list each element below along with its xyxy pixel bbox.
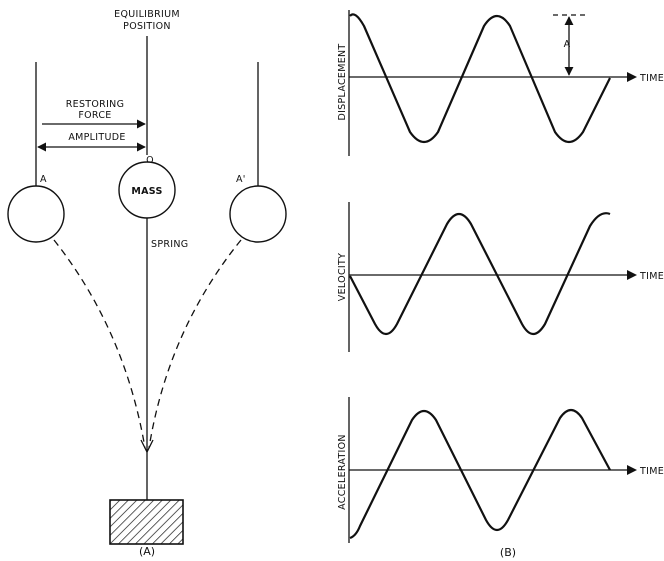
panel-b-graphs: TIME DISPLACEMENT A TIME VELOCITY TIME A… — [337, 10, 664, 559]
velocity-axis-label: VELOCITY — [337, 253, 348, 301]
panel-a-caption: (A) — [139, 545, 155, 558]
hatched-base-block — [109, 499, 184, 545]
acceleration-time-arrow-icon — [627, 465, 637, 475]
left-extreme-label: A — [40, 174, 47, 185]
velocity-waveform — [349, 212, 611, 336]
displacement-graph: TIME DISPLACEMENT A — [337, 10, 664, 156]
displacement-time-arrow-icon — [627, 72, 637, 82]
zero-position-label: O — [146, 155, 154, 166]
right-extreme-label: A' — [236, 174, 246, 185]
panel-b-caption: (B) — [500, 546, 516, 559]
acceleration-axis-label: ACCELERATION — [337, 434, 348, 510]
acceleration-time-label: TIME — [639, 466, 664, 477]
velocity-time-label: TIME — [639, 271, 664, 282]
velocity-graph: TIME VELOCITY — [337, 202, 664, 352]
right-swing-dashed-path — [148, 239, 242, 449]
displacement-axis-label: DISPLACEMENT — [337, 43, 348, 120]
equilibrium-label-line1: EQUILIBRIUM — [114, 9, 180, 20]
equilibrium-label-line2: POSITION — [123, 21, 171, 32]
left-mass-circle — [7, 185, 65, 243]
restoring-force-label-line2: FORCE — [78, 110, 111, 121]
velocity-time-arrow-icon — [627, 270, 637, 280]
left-swing-dashed-path — [53, 239, 146, 449]
convergence-arrowhead — [140, 439, 154, 454]
displacement-waveform — [349, 13, 611, 144]
panel-a-pendulum-diagram: EQUILIBRIUM POSITION RESTORING FORCE AMP… — [7, 9, 287, 558]
amplitude-label: AMPLITUDE — [68, 132, 125, 143]
spring-label: SPRING — [151, 239, 188, 250]
acceleration-waveform — [349, 408, 611, 540]
right-mass-circle — [229, 185, 287, 243]
amplitude-marker-label: A — [564, 39, 571, 50]
mass-label: MASS — [131, 186, 162, 197]
restoring-force-label-line1: RESTORING — [66, 99, 125, 110]
displacement-time-label: TIME — [639, 73, 664, 84]
acceleration-graph: TIME ACCELERATION — [337, 397, 664, 543]
